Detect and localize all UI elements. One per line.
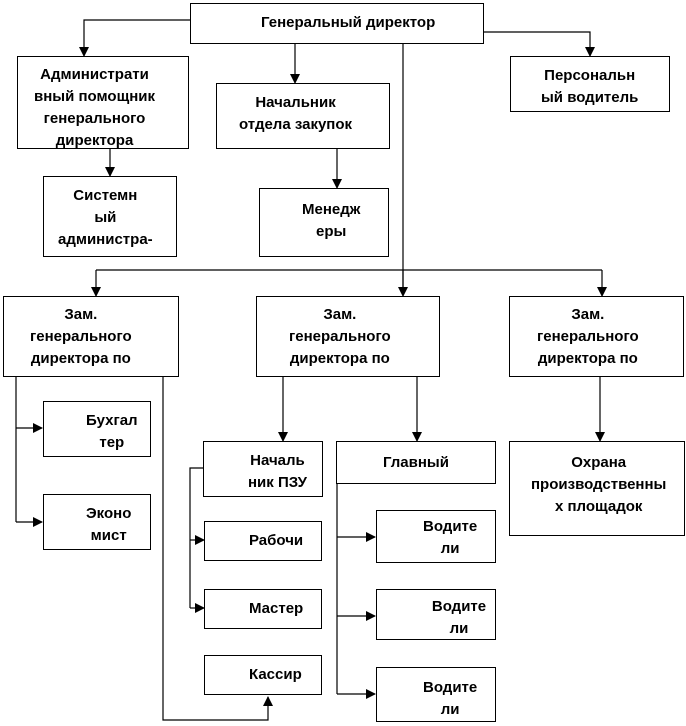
accountant-box: Бухгал тер — [43, 401, 151, 457]
personal-driver-label: Персональн ый водитель — [541, 67, 639, 106]
accountant-label: Бухгал тер — [86, 412, 138, 451]
ceo-to-driver-arrow — [484, 31, 595, 57]
sysadmin-label: Системн ый администра- — [58, 187, 153, 248]
drivers-cranes-box: Водите ли кранов — [376, 589, 496, 640]
procurement-head-label: Начальник отдела закупок — [239, 94, 353, 133]
deputy-right-box: Зам. генерального директора по — [509, 296, 684, 377]
deputy-left-box: Зам. генерального директора по — [3, 296, 179, 377]
foreman-box: Мастер — [204, 589, 322, 629]
economist-box: Эконо мист — [43, 494, 151, 550]
drivers-1-box: Водите ли — [376, 510, 496, 563]
pzu-head-box: Началь ник ПЗУ — [203, 441, 323, 497]
admin-assistant-label: Администрати вный помощник генерального … — [34, 66, 156, 149]
ceo-box: Генеральный директор — [190, 3, 484, 44]
deputy-center-label: Зам. генерального директора по — [289, 306, 391, 367]
workers-box: Рабочи — [204, 521, 322, 561]
drivers-cranes-label: Водите ли кранов — [431, 598, 487, 637]
drivers-3-label: Водите ли — [423, 679, 478, 718]
personal-driver-box: Персональн ый водитель — [510, 56, 670, 112]
deputy-left-label: Зам. генерального директора по — [30, 306, 132, 367]
deputy-right-label: Зам. генерального директора по — [537, 306, 639, 367]
ceo-label: Генеральный директор — [261, 14, 436, 31]
foreman-label: Мастер — [249, 600, 304, 617]
economist-label: Эконо мист — [86, 505, 132, 544]
drivers-1-label: Водите ли — [423, 518, 478, 557]
chief-label: Главный — [383, 454, 449, 471]
drivers-3-box: Водите ли — [376, 667, 496, 722]
admin-assistant-box: Администрати вный помощник генерального … — [17, 56, 189, 149]
procurement-head-box: Начальник отдела закупок — [216, 83, 390, 149]
pzu-head-label: Началь ник ПЗУ — [248, 452, 307, 491]
managers-label: Менедж еры — [302, 201, 361, 240]
workers-label: Рабочи — [249, 532, 304, 549]
sysadmin-box: Системн ый администра- — [43, 176, 177, 257]
deputy-left-to-cashier-line — [162, 377, 273, 721]
deputy-center-box: Зам. генерального директора по — [256, 296, 440, 377]
pzu-branch-line — [189, 467, 203, 608]
cashier-label: Кассир — [249, 666, 302, 683]
ceo-to-admin-arrow — [79, 19, 190, 57]
security-label: Охрана производственны х площадок — [531, 454, 667, 515]
managers-box: Менедж еры — [259, 188, 389, 257]
security-box: Охрана производственны х площадок — [509, 441, 685, 536]
cashier-box: Кассир — [204, 655, 322, 695]
chief-box: Главный — [336, 441, 496, 484]
